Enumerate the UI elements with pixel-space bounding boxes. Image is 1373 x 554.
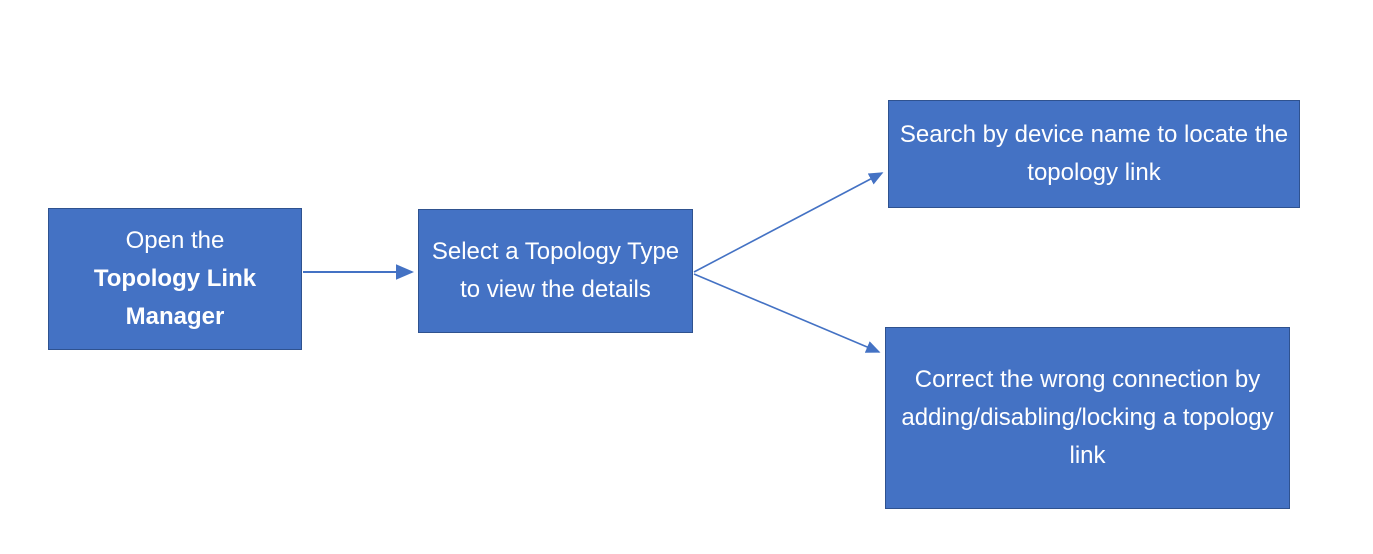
node-correct-wrong-connection[interactable]: Correct the wrong connection by adding/d…: [885, 327, 1290, 509]
connector-select-to-correct: [693, 273, 881, 353]
node-search-device-text: Search by device name to locate the topo…: [899, 121, 1289, 186]
node-open-tlm-line2: Topology Link: [93, 265, 257, 292]
node-correct-conn-text: Correct the wrong connection by adding/d…: [901, 366, 1274, 469]
node-select-topology-type[interactable]: Select a Topology Type to view the detai…: [418, 209, 693, 333]
connector-select-to-search: [693, 172, 884, 273]
node-open-tlm-line1: Open the: [125, 227, 225, 254]
node-search-by-device-name[interactable]: Search by device name to locate the topo…: [888, 100, 1300, 208]
node-open-tlm-line3: Manager: [125, 303, 225, 330]
node-select-type-text: Select a Topology Type to view the detai…: [431, 238, 680, 303]
